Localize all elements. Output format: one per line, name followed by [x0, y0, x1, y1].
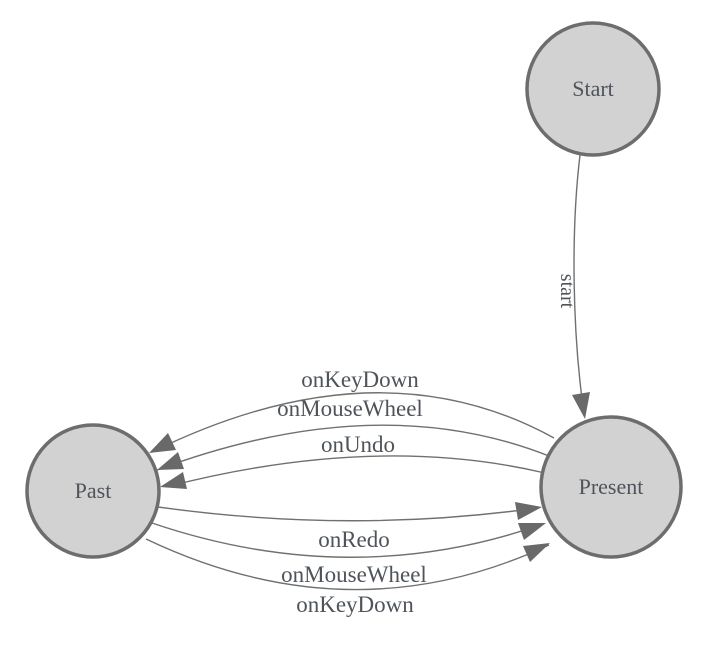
- transition-edge: [573, 154, 585, 415]
- arrowhead-icon: [160, 472, 187, 489]
- transition-edge: [165, 455, 546, 488]
- state-node-start[interactable]: Start: [525, 21, 661, 157]
- transition-label: onMouseWheel: [277, 396, 423, 421]
- transition-edge: [145, 538, 550, 591]
- arrowhead-icon: [523, 543, 550, 562]
- state-label: Past: [75, 478, 112, 503]
- transition-past-to-present-redo: onRedo: [157, 502, 542, 552]
- transition-label: onMouseWheel: [281, 562, 427, 587]
- arrowhead-icon: [572, 392, 590, 419]
- state-circle[interactable]: [525, 21, 661, 157]
- state-node-past[interactable]: Past: [25, 423, 161, 559]
- arrowhead-icon: [518, 523, 546, 540]
- transition-present-to-past-keydown: onKeyDown: [149, 367, 555, 453]
- transition-past-to-present-keydown: onKeyDown: [145, 538, 550, 617]
- transition-edge: [151, 522, 544, 558]
- transition-edge: [151, 392, 555, 453]
- transition-label: start: [556, 274, 578, 309]
- state-circle[interactable]: [25, 423, 161, 559]
- transition-label: onRedo: [318, 527, 390, 552]
- transition-edge: [156, 424, 550, 471]
- arrowhead-icon: [515, 502, 542, 520]
- arrowhead-icon: [157, 452, 184, 470]
- transition-label: onUndo: [321, 432, 395, 457]
- state-label: Start: [572, 76, 614, 101]
- transition-present-to-past-mousewheel: onMouseWheel: [156, 396, 550, 471]
- arrowhead-icon: [149, 433, 176, 453]
- state-node-present[interactable]: Present: [539, 415, 683, 559]
- transition-label: onKeyDown: [296, 592, 414, 617]
- transition-present-to-past-undo: onUndo: [160, 432, 546, 489]
- transition-label: onKeyDown: [301, 367, 419, 392]
- transition-past-to-present-mousewheel: onMouseWheel: [151, 522, 546, 587]
- state-label: Present: [579, 474, 644, 499]
- transition-start-to-present: start: [556, 154, 590, 419]
- state-circle[interactable]: [539, 415, 683, 559]
- transition-edge: [157, 506, 538, 522]
